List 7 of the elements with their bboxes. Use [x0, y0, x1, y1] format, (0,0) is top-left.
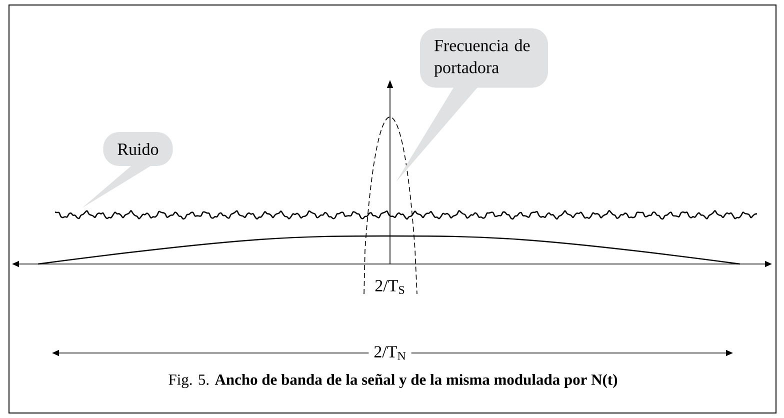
- speech-bubble: Frecuencia de portadora: [420, 28, 548, 88]
- speech-bubble-pointer: [396, 86, 478, 182]
- figure-caption: Fig. 5. Ancho de banda de la señal y de la misma modulada por N(t): [168, 374, 618, 388]
- speech-bubble: Ruido: [103, 132, 173, 166]
- dimension-label: 2/T$_{S}$: [375, 280, 404, 294]
- speech-bubble-pointer: [82, 165, 152, 208]
- dimension-label: 2/T$_{N}$: [368, 344, 412, 362]
